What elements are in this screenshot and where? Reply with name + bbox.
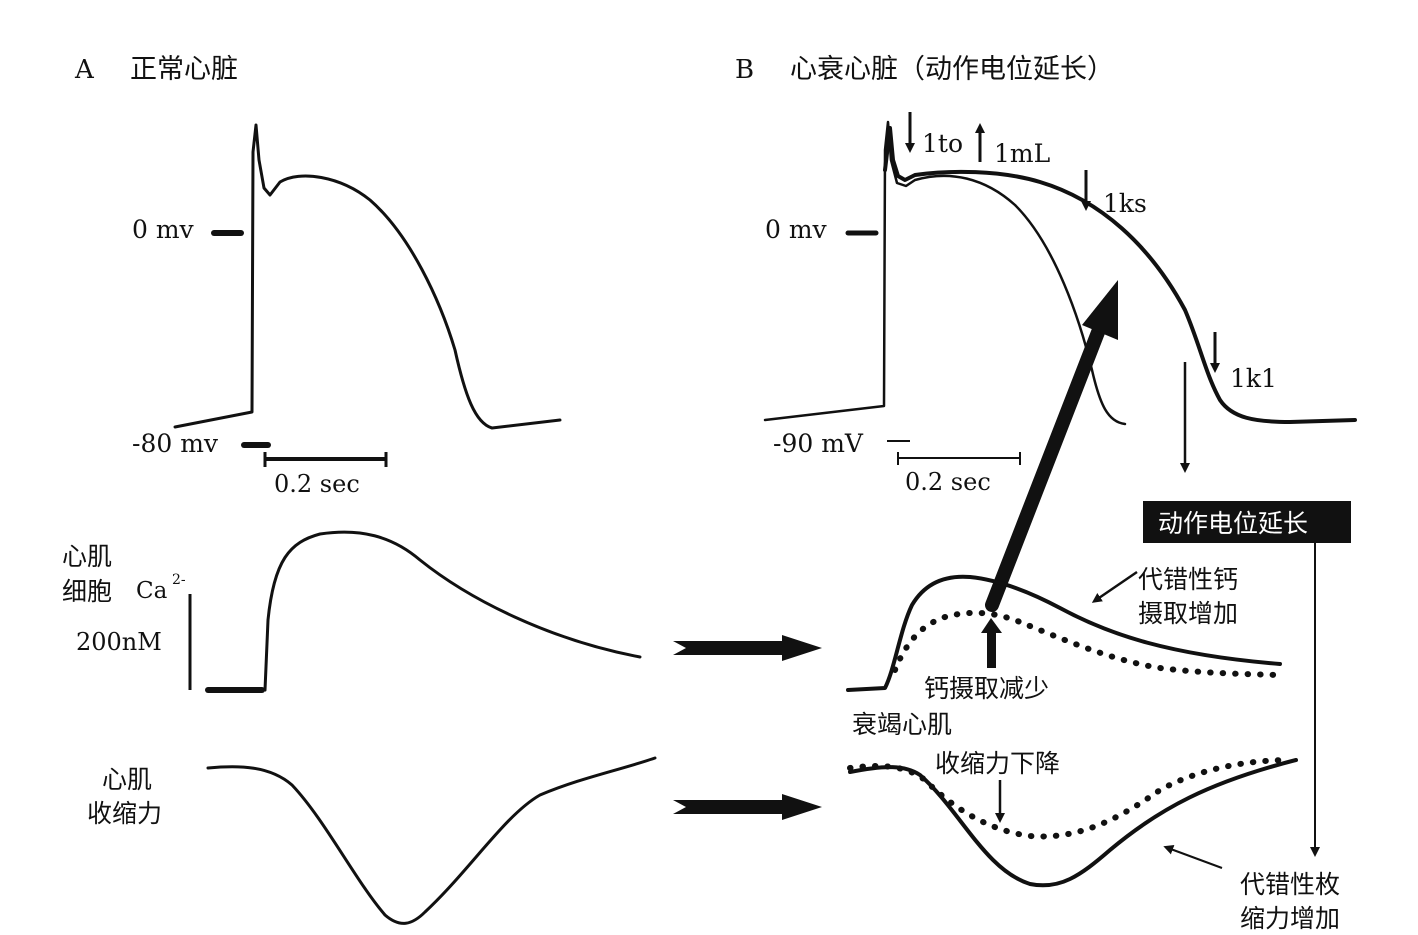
calcium-scale-label: 200nM xyxy=(76,628,162,656)
panel-b-zero-mv-label: 0 mv xyxy=(765,215,828,244)
panel-b-calcium-compensated-trace xyxy=(846,574,1282,692)
contraction-label-line1: 心肌 xyxy=(102,765,152,794)
panel-b-time-scale-bar xyxy=(897,452,1021,465)
panel-b-calcium-failing-trace xyxy=(892,609,1283,678)
panel-a-letter: A xyxy=(74,55,95,85)
panel-a-title: 正常心脏 xyxy=(130,54,238,85)
panel-b-time-scale-label: 0.2 sec xyxy=(905,468,991,496)
ap-prolonged-box xyxy=(1143,501,1351,543)
panel-a-time-scale-bar xyxy=(263,452,388,467)
ik1-label: 1k1 xyxy=(1230,364,1277,393)
ca-uptake-reduced-label: 钙摄取减少 xyxy=(924,674,1049,703)
comp-contraction-arrow xyxy=(1163,845,1223,869)
comp-ca-uptake-arrow xyxy=(1091,570,1138,603)
calcium-ion-label: Ca xyxy=(136,578,168,604)
comp-ca-uptake-label-line1: 代错性钙 xyxy=(1138,565,1238,594)
panel-a-zero-mv-label: 0 mv xyxy=(132,215,195,244)
calcium-label-line1: 心肌 xyxy=(62,542,112,571)
ap-prolonged-label: 动作电位延长 xyxy=(1158,509,1308,538)
calcium-label-line2: 细胞 xyxy=(62,577,112,606)
panel-a-time-scale-label: 0.2 sec xyxy=(274,470,360,498)
ca-uptake-reduced-up-arrow xyxy=(981,618,1002,668)
panel-a-calcium-transient-trace xyxy=(263,530,642,692)
panel-a-action-potential-trace xyxy=(173,123,562,430)
ito-label: 1to xyxy=(922,129,963,158)
comp-ca-uptake-label-line2: 摄取增加 xyxy=(1138,599,1238,628)
imL-label: 1mL xyxy=(994,139,1050,168)
comp-contraction-label-line1: 代错性枚 xyxy=(1240,870,1340,899)
panel-b-normal-action-potential-trace xyxy=(763,120,1127,426)
iks-label: 1ks xyxy=(1103,189,1147,218)
panel-b-contraction-compensated-trace xyxy=(848,758,1298,888)
feedback-diagonal-arrow xyxy=(985,280,1118,612)
comp-contraction-label-line2: 缩力增加 xyxy=(1240,904,1340,933)
contraction-decreased-label: 收缩力下降 xyxy=(935,749,1060,778)
calcium-ion-charge: 2- xyxy=(172,572,186,588)
panel-b-title: 心衰心脏（动作电位延长） xyxy=(790,54,1114,85)
panel-b-letter: B xyxy=(735,55,754,85)
panel-a-contraction-trace xyxy=(206,756,657,925)
failing-myocardium-label: 衰竭心肌 xyxy=(852,710,952,739)
panel-b-prolonged-action-potential-trace xyxy=(883,126,1357,424)
contraction-transition-arrow xyxy=(673,794,822,820)
panel-b-contraction-failing-trace xyxy=(847,757,1293,840)
contraction-label-line2: 收缩力 xyxy=(87,799,162,828)
panel-b-minus90-mv-label: -90 mV xyxy=(773,429,864,458)
panel-a-minus80-mv-label: -80 mv xyxy=(132,429,219,458)
calcium-transition-arrow xyxy=(673,635,822,661)
